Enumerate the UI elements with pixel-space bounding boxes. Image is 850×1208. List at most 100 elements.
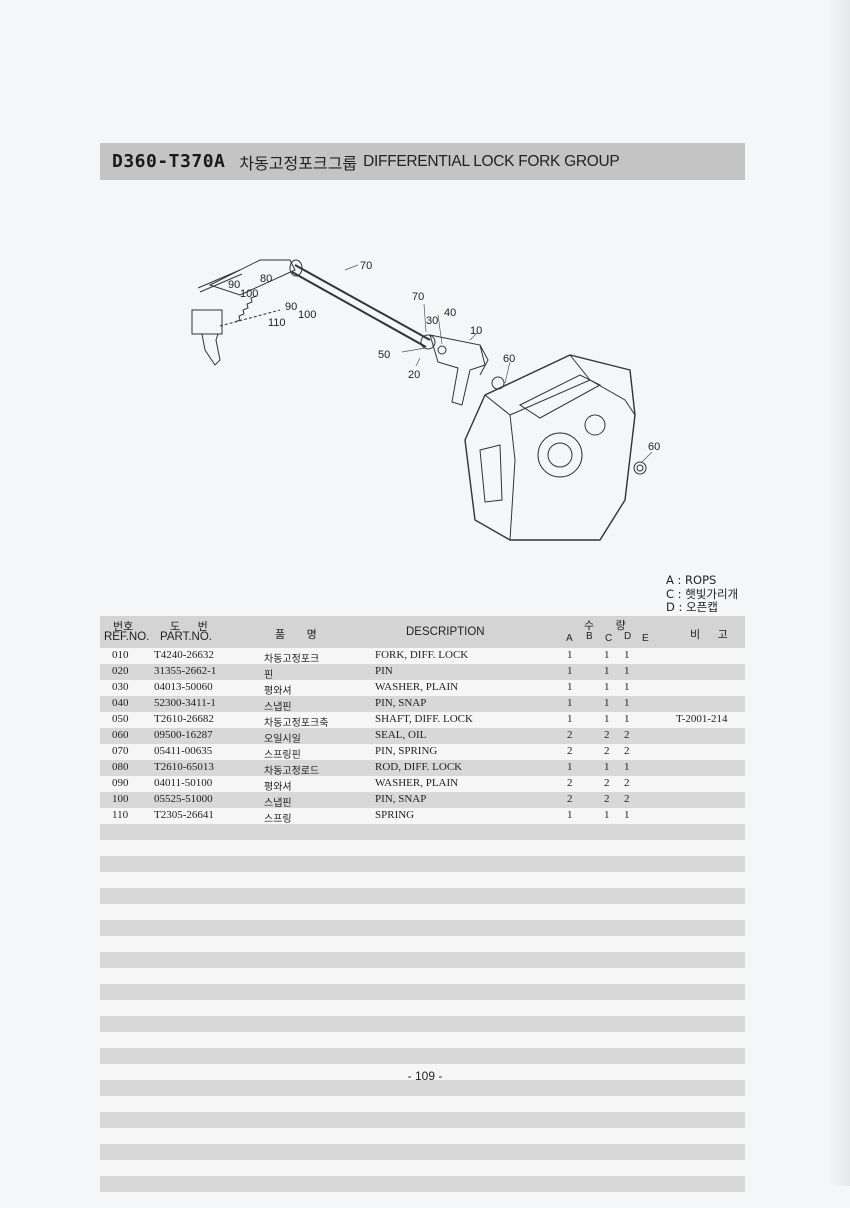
description-cell: PIN, SPRING [375,745,438,757]
ref-cell: 080 [112,761,129,773]
description-cell: SPRING [375,809,415,821]
qty-c-cell: 2 [604,745,610,757]
callout-60b: 60 [648,441,660,453]
description-cell: ROD, DIFF. LOCK [375,761,463,773]
empty-table-row [100,840,745,856]
empty-table-row [100,1144,745,1160]
ref-cell: 070 [112,745,129,757]
header-qty-kr: 수 량 [584,619,626,632]
header-col-e: E [642,633,649,644]
qty-c-cell: 2 [604,729,610,741]
callout-90b: 90 [285,301,297,313]
callout-50: 50 [378,349,390,361]
qty-c-cell: 1 [604,761,610,773]
header-name-kr: 품 명 [275,628,317,641]
description-cell: WASHER, PLAIN [375,777,459,789]
legend-c: C : 햇빛가리개 [666,586,739,601]
qty-c-cell: 2 [604,777,610,789]
qty-d-cell: 1 [624,681,630,693]
empty-table-row [100,1048,745,1064]
empty-table-row [100,1096,745,1112]
part-number-cell: 31355-2662-1 [154,665,217,677]
korean-name-cell: 차동고정포크 [264,654,320,665]
description-cell: FORK, DIFF. LOCK [375,649,469,661]
ref-cell: 020 [112,665,129,677]
korean-name-cell: 스냅핀 [264,702,292,713]
page-edge [828,0,850,1186]
qty-d-cell: 2 [624,729,630,741]
table-header: 번호 REF.NO. 도 번 PART.NO. 품 명 DESCRIPTION … [100,616,745,648]
header-col-d: D [624,631,632,642]
header-col-a: A [566,633,573,644]
empty-table-row [100,856,745,872]
part-number-cell: 04013-50060 [154,681,213,693]
empty-table-row [100,1000,745,1016]
description-cell: PIN [375,665,393,677]
part-number-cell: 05411-00635 [154,745,213,757]
parts-diagram: 70 80 90 100 90 100 110 70 30 40 10 50 6… [180,240,700,580]
lever-assembly [191,259,296,366]
header-description: DESCRIPTION [406,626,485,638]
callout-30: 30 [426,315,438,327]
header-col-b: B [586,631,593,642]
part-number-cell: 52300-3411-1 [154,697,216,709]
legend-d: D : 오픈캡 [666,600,718,614]
description-cell: PIN, SNAP [375,793,427,805]
part-number-cell: T2610-65013 [154,761,214,773]
qty-a-cell: 2 [567,729,573,741]
qty-d-cell: 2 [624,745,630,757]
korean-name-cell: 핀 [264,670,274,681]
qty-c-cell: 1 [604,665,610,677]
qty-c-cell: 1 [604,649,610,661]
empty-table-row [100,1080,745,1096]
header-part-kr: 도 번 [170,620,208,633]
part-number-cell: 04011-50100 [154,777,213,789]
korean-name-cell: 스냅핀 [264,798,292,809]
empty-table-row [100,984,745,1000]
ref-cell: 090 [112,777,129,789]
qty-a-cell: 1 [567,665,573,677]
description-cell: WASHER, PLAIN [375,681,459,693]
empty-table-row [100,1032,745,1048]
empty-table-row [100,1112,745,1128]
transmission-case [464,354,647,541]
title-korean: 차동고정포크그룹 [239,153,358,173]
parts-table: 번호 REF.NO. 도 번 PART.NO. 품 명 DESCRIPTION … [100,616,745,1208]
empty-table-row [100,872,745,888]
ref-cell: 060 [112,729,129,741]
model-code: D360-T370A [112,151,226,172]
callout-80: 80 [260,273,272,285]
qty-d-cell: 1 [624,761,630,773]
qty-a-cell: 2 [567,777,573,789]
empty-table-row [100,1128,745,1144]
korean-name-cell: 스프링핀 [264,750,301,761]
qty-c-cell: 1 [604,713,610,725]
korean-name-cell: 평와셔 [264,782,292,793]
header-remarks-kr: 비 고 [690,628,728,641]
qty-c-cell: 1 [604,697,610,709]
qty-d-cell: 1 [624,697,630,709]
callout-70: 70 [360,260,372,272]
part-number-cell: T2610-26682 [154,713,214,725]
callout-100b: 100 [298,309,316,321]
header-col-c: C [605,633,613,644]
page-number: - 109 - [407,1069,443,1083]
ref-cell: 010 [112,649,129,661]
shaft [289,259,431,348]
empty-table-row [100,1192,745,1208]
title-bar: D360-T370A 차동고정포크그룹 DIFFERENTIAL LOCK FO… [100,143,745,180]
qty-a-cell: 1 [567,681,573,693]
description-cell: SEAL, OIL [375,729,427,741]
ref-cell: 030 [112,681,129,693]
korean-name-cell: 차동고정포크축 [264,718,329,729]
legend-a: A : ROPS [666,573,717,587]
header-ref-en: REF.NO. [104,631,150,643]
qty-a-cell: 2 [567,793,573,805]
qty-d-cell: 2 [624,793,630,805]
